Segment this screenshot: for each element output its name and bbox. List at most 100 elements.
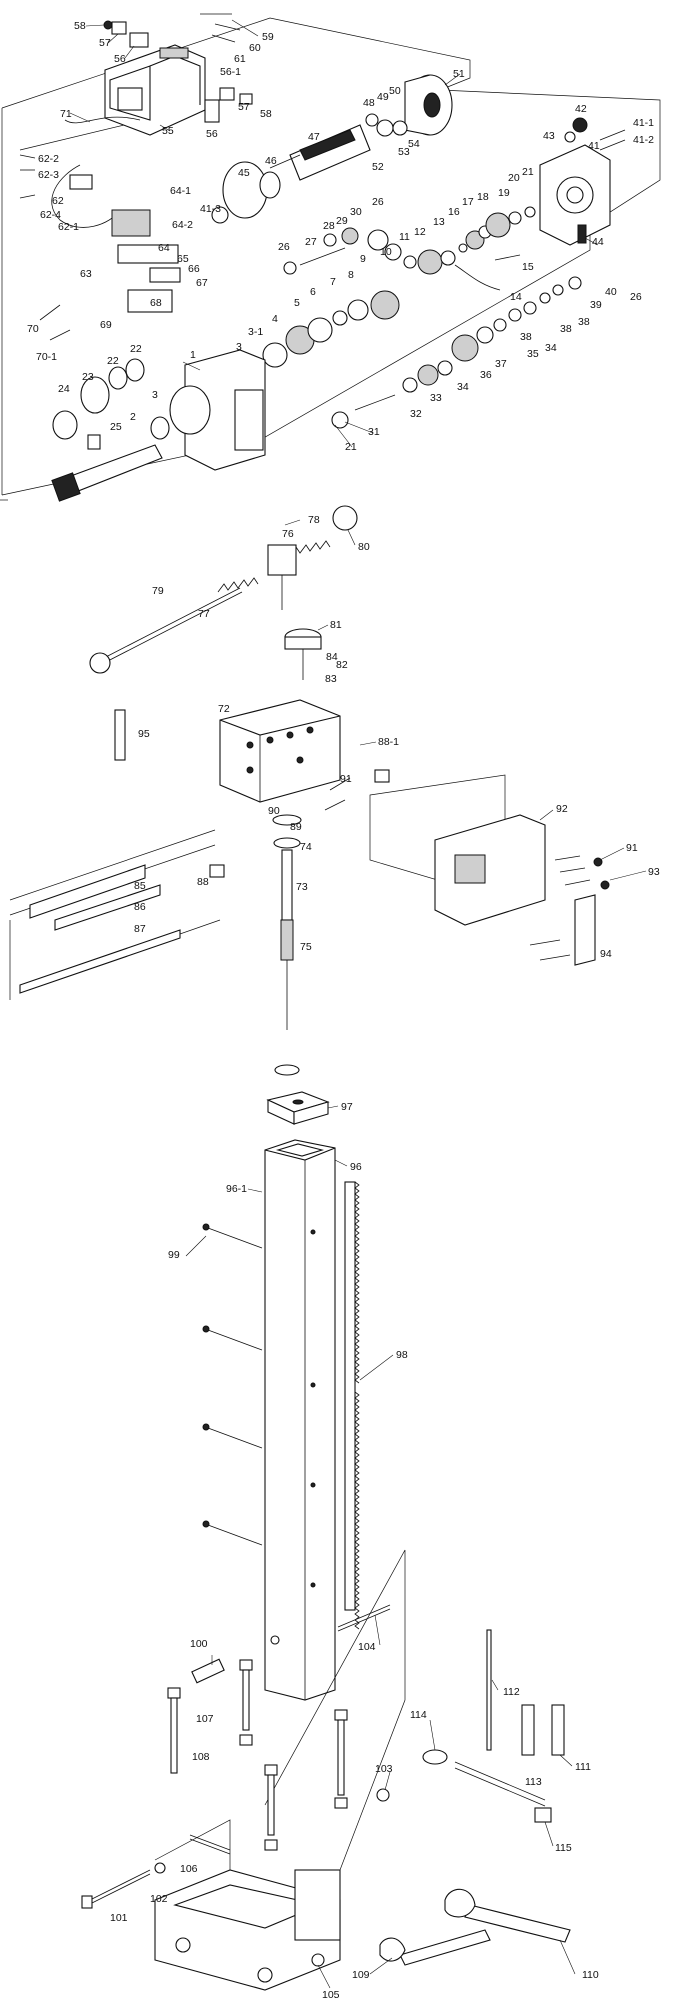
column-96 (264, 1139, 336, 1701)
label-79: 79 (152, 585, 164, 597)
brush-cap-58b (239, 93, 253, 105)
nut-115 (534, 1807, 552, 1823)
screw-41-2 (599, 139, 626, 151)
handle-bar-79 (99, 587, 241, 661)
rail-85 (29, 864, 146, 919)
label-64-2: 64-2 (172, 219, 193, 231)
label-30: 30 (350, 206, 362, 218)
label-46: 46 (265, 155, 277, 167)
labels-section-2: 78 76 80 79 77 81 82 84 83 95 72 88-1 91… (134, 514, 660, 960)
label-62-4: 62-4 (40, 209, 61, 221)
label-62: 62 (52, 195, 64, 207)
label-57b: 57 (238, 101, 250, 113)
label-36: 36 (480, 369, 492, 381)
label-99: 99 (168, 1249, 180, 1261)
label-58: 58 (74, 20, 86, 32)
label-12: 12 (414, 226, 426, 238)
screw-41-1 (599, 129, 626, 141)
washer-103 (376, 1788, 390, 1802)
screws-99 (202, 1223, 263, 1546)
ring-3b (150, 416, 170, 440)
label-108: 108 (192, 1751, 210, 1763)
label-88: 88 (197, 876, 209, 888)
label-54: 54 (408, 138, 420, 150)
label-21b: 21 (345, 441, 357, 453)
label-32: 32 (410, 408, 422, 420)
washer-49 (376, 119, 394, 137)
label-114: 114 (410, 1709, 427, 1721)
gear-housing (169, 349, 266, 471)
labels-section-3: 97 96-1 96 99 98 100 104 112 107 114 111… (110, 1101, 599, 2001)
brush-holder-57b (219, 87, 235, 101)
label-103: 103 (375, 1763, 393, 1775)
label-87: 87 (134, 923, 146, 935)
cord-71 (64, 116, 141, 124)
motor-gearbox-section (1, 13, 661, 502)
motor-housing (104, 44, 206, 136)
label-86: 86 (134, 901, 146, 913)
rod-112 (486, 1629, 492, 1751)
label-62-2: 62-2 (38, 153, 59, 165)
label-84: 84 (326, 651, 338, 663)
label-38b: 38 (520, 331, 532, 343)
label-16: 16 (448, 206, 460, 218)
label-5: 5 (294, 297, 300, 309)
label-10: 10 (380, 246, 392, 258)
label-3-1: 3-1 (248, 326, 263, 338)
label-57: 57 (99, 37, 111, 49)
label-41: 41 (588, 140, 600, 152)
label-111: 111 (575, 1761, 591, 1773)
label-39: 39 (590, 299, 602, 311)
label-38: 38 (578, 316, 590, 328)
bracket-92 (369, 774, 546, 926)
cord-70 (39, 304, 71, 341)
label-15: 15 (522, 261, 534, 273)
label-34: 34 (545, 342, 557, 354)
base-105 (154, 1549, 406, 1991)
label-112: 112 (503, 1686, 520, 1698)
label-101: 101 (110, 1912, 128, 1924)
field-stator (404, 74, 453, 136)
hub-76 (267, 544, 297, 576)
bearing-48 (365, 113, 379, 127)
label-41-1: 41-1 (633, 117, 654, 129)
switch-cord-assembly (19, 154, 181, 313)
label-19: 19 (498, 187, 510, 199)
label-18: 18 (477, 191, 489, 203)
label-13: 13 (433, 216, 445, 228)
label-41-2: 41-2 (633, 134, 654, 146)
labels-section-1: 58 57 56 59 60 61 56-1 51 71 55 57 58 56… (27, 20, 654, 453)
label-47: 47 (308, 131, 320, 143)
label-80: 80 (358, 541, 370, 553)
label-110: 110 (582, 1969, 599, 1981)
label-26b: 26 (372, 196, 384, 208)
label-8: 8 (348, 269, 354, 281)
label-11: 11 (399, 231, 410, 243)
label-72: 72 (218, 703, 230, 715)
label-61: 61 (234, 53, 246, 65)
gib-95 (114, 709, 126, 761)
label-23: 23 (82, 371, 94, 383)
brush-56b (204, 99, 220, 123)
handle-ball (89, 652, 111, 674)
label-38c: 38 (560, 323, 572, 335)
label-59: 59 (262, 31, 274, 43)
label-49: 49 (377, 91, 389, 103)
label-48: 48 (363, 97, 375, 109)
clamp-94 (574, 894, 596, 966)
label-7: 7 (330, 276, 336, 288)
label-97: 97 (341, 1101, 353, 1113)
label-43: 43 (543, 130, 555, 142)
leaders-section-1 (69, 19, 599, 448)
label-17: 17 (462, 196, 474, 208)
screw-58 (103, 20, 113, 30)
label-82: 82 (336, 659, 348, 671)
gear-train (239, 206, 582, 429)
rail-86 (54, 884, 161, 931)
label-3: 3 (236, 341, 242, 353)
label-40: 40 (605, 286, 617, 298)
rack-98 (344, 1181, 360, 1630)
label-104: 104 (358, 1641, 376, 1653)
label-90: 90 (268, 805, 280, 817)
